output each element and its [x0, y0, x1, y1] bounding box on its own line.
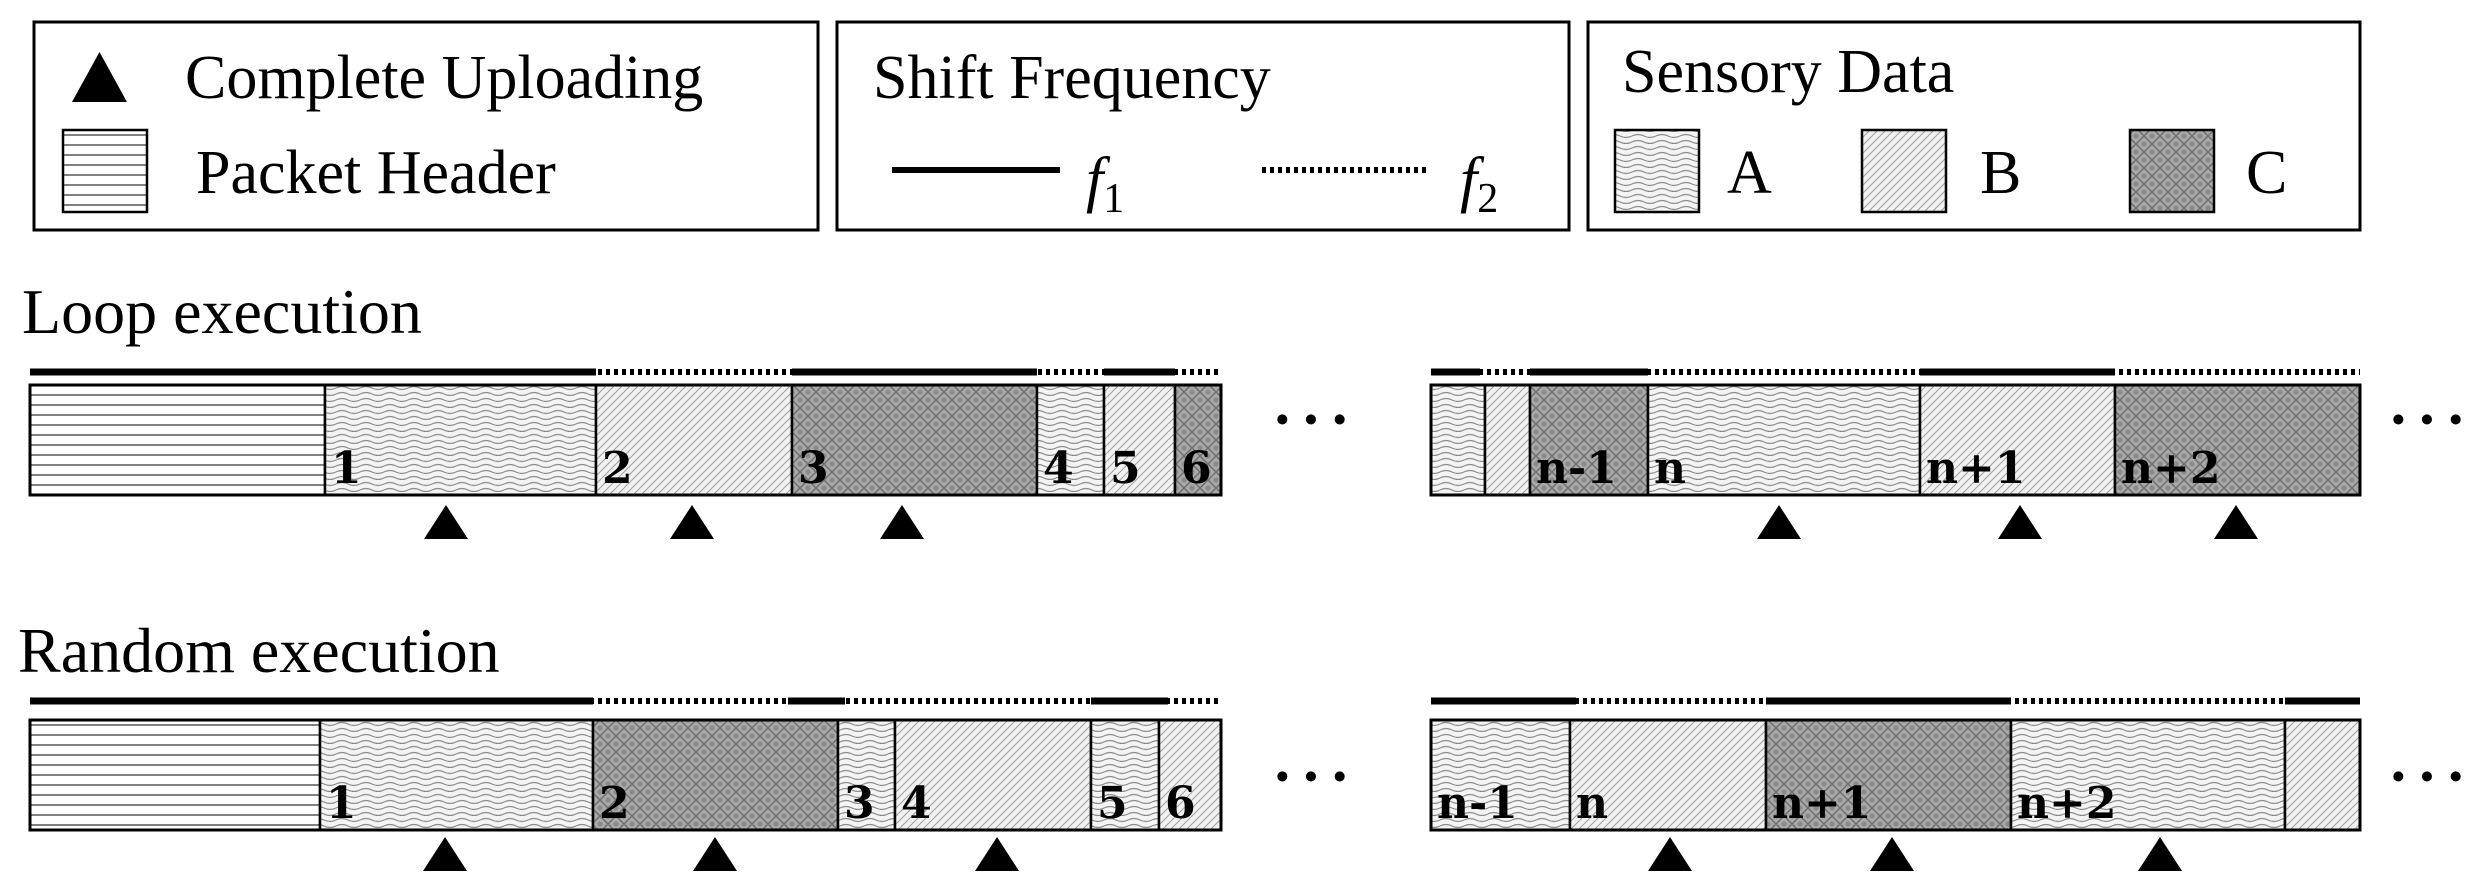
complete-uploading-marker-icon: [880, 505, 924, 539]
sensory-segment-a: [1429, 383, 1487, 497]
complete-uploading-marker-icon: [1757, 505, 1801, 539]
legend-complete-uploading: Complete Uploading: [185, 44, 703, 112]
segment-label: 2: [602, 443, 633, 494]
packet-header-swatch-icon: [61, 128, 149, 214]
random-ellipsis-end: ···: [2388, 743, 2474, 811]
timeline-border: [1429, 383, 2362, 497]
segment-label: n: [1654, 443, 1686, 494]
segment-label: 4: [901, 778, 932, 829]
segment-label: 1: [331, 443, 362, 494]
segment-label: n-1: [1437, 778, 1518, 829]
sensory-segment-b: [1102, 383, 1177, 497]
packet-header-segment: [28, 383, 327, 497]
complete-uploading-marker-icon: [2138, 837, 2182, 871]
segment-label: 3: [844, 778, 875, 829]
triangle-marker-icon: [72, 52, 127, 102]
segment-label: 5: [1110, 443, 1141, 494]
timeline-border: [28, 383, 1223, 497]
sensory-segment-b: [893, 718, 1093, 832]
complete-uploading-marker-icon: [1870, 837, 1914, 871]
segment-label: 2: [599, 778, 630, 829]
legend-shift-frequency: Shift Frequency: [873, 44, 1271, 112]
legend-packet-header: Packet Header: [196, 139, 556, 207]
segment-label: n-1: [1536, 443, 1617, 494]
sensory-segment-a: [1646, 383, 1922, 497]
loop-right-timeline: n-1 n n+1 n+2: [1429, 368, 2362, 539]
sensory-segment-c: [1528, 383, 1650, 497]
loop-ellipsis-end: ···: [2388, 386, 2474, 454]
legend-sensory-data: Sensory Data: [1622, 38, 1954, 106]
sensory-segment-b: [2283, 718, 2362, 832]
sensory-segment-b: [1483, 383, 1532, 497]
segment-label: 6: [1181, 443, 1212, 494]
timeline-border: [1429, 718, 2362, 832]
complete-uploading-marker-icon: [670, 505, 714, 539]
sensory-segment-b: [1918, 383, 2117, 497]
segment-label: 5: [1097, 778, 1128, 829]
sensory-segment-a: [836, 718, 897, 832]
segment-label: n+1: [1772, 778, 1871, 829]
type-b-swatch-icon: [1860, 128, 1948, 214]
legend-box-markers: Complete Uploading Packet Header: [32, 20, 820, 232]
sensory-segment-a: [318, 718, 595, 832]
random-execution-title: Random execution: [18, 615, 500, 686]
segment-label: n+1: [1926, 443, 2025, 494]
legend-type-c: C: [2246, 139, 2287, 207]
type-c-swatch-icon: [2128, 128, 2216, 214]
complete-uploading-marker-icon: [975, 837, 1019, 871]
complete-uploading-marker-icon: [1648, 837, 1692, 871]
timeline-border: [28, 718, 1223, 832]
sensory-segment-a: [1035, 383, 1106, 497]
sensory-segment-a: [323, 383, 598, 497]
loop-execution-title: Loop execution: [22, 276, 422, 347]
sensory-segment-a: [1089, 718, 1161, 832]
complete-uploading-marker-icon: [423, 837, 467, 871]
sensory-segment-b: [1568, 718, 1768, 832]
legend-box-frequency: Shift Frequency f1 f2: [835, 20, 1571, 232]
complete-uploading-marker-icon: [2214, 505, 2258, 539]
segment-label: 3: [798, 443, 829, 494]
complete-uploading-marker-icon: [424, 505, 468, 539]
loop-ellipsis-mid: ···: [1272, 386, 1358, 454]
type-a-swatch-icon: [1613, 128, 1701, 214]
sensory-segment-b: [1157, 718, 1223, 832]
legend-box-sensory: Sensory Data A B C: [1586, 20, 2362, 232]
sensory-segment-a: [2009, 718, 2287, 832]
segment-label: n: [1576, 778, 1608, 829]
segment-label: 4: [1043, 443, 1074, 494]
legend-f2: f2: [1460, 146, 1498, 222]
complete-uploading-marker-icon: [1998, 505, 2042, 539]
random-right-timeline: n-1 n n+1 n+2: [1429, 697, 2362, 871]
segment-label: 1: [326, 778, 357, 829]
legend-type-a: A: [1727, 139, 1772, 207]
complete-uploading-marker-icon: [693, 837, 737, 871]
segment-label: n+2: [2121, 443, 2220, 494]
packet-header-segment: [28, 718, 322, 832]
segment-label: n+2: [2017, 778, 2116, 829]
sensory-segment-c: [790, 383, 1039, 497]
legend-type-b: B: [1980, 139, 2021, 207]
sensory-segment-c: [591, 718, 840, 832]
segment-label: 6: [1165, 778, 1196, 829]
random-ellipsis-mid: ···: [1272, 743, 1358, 811]
